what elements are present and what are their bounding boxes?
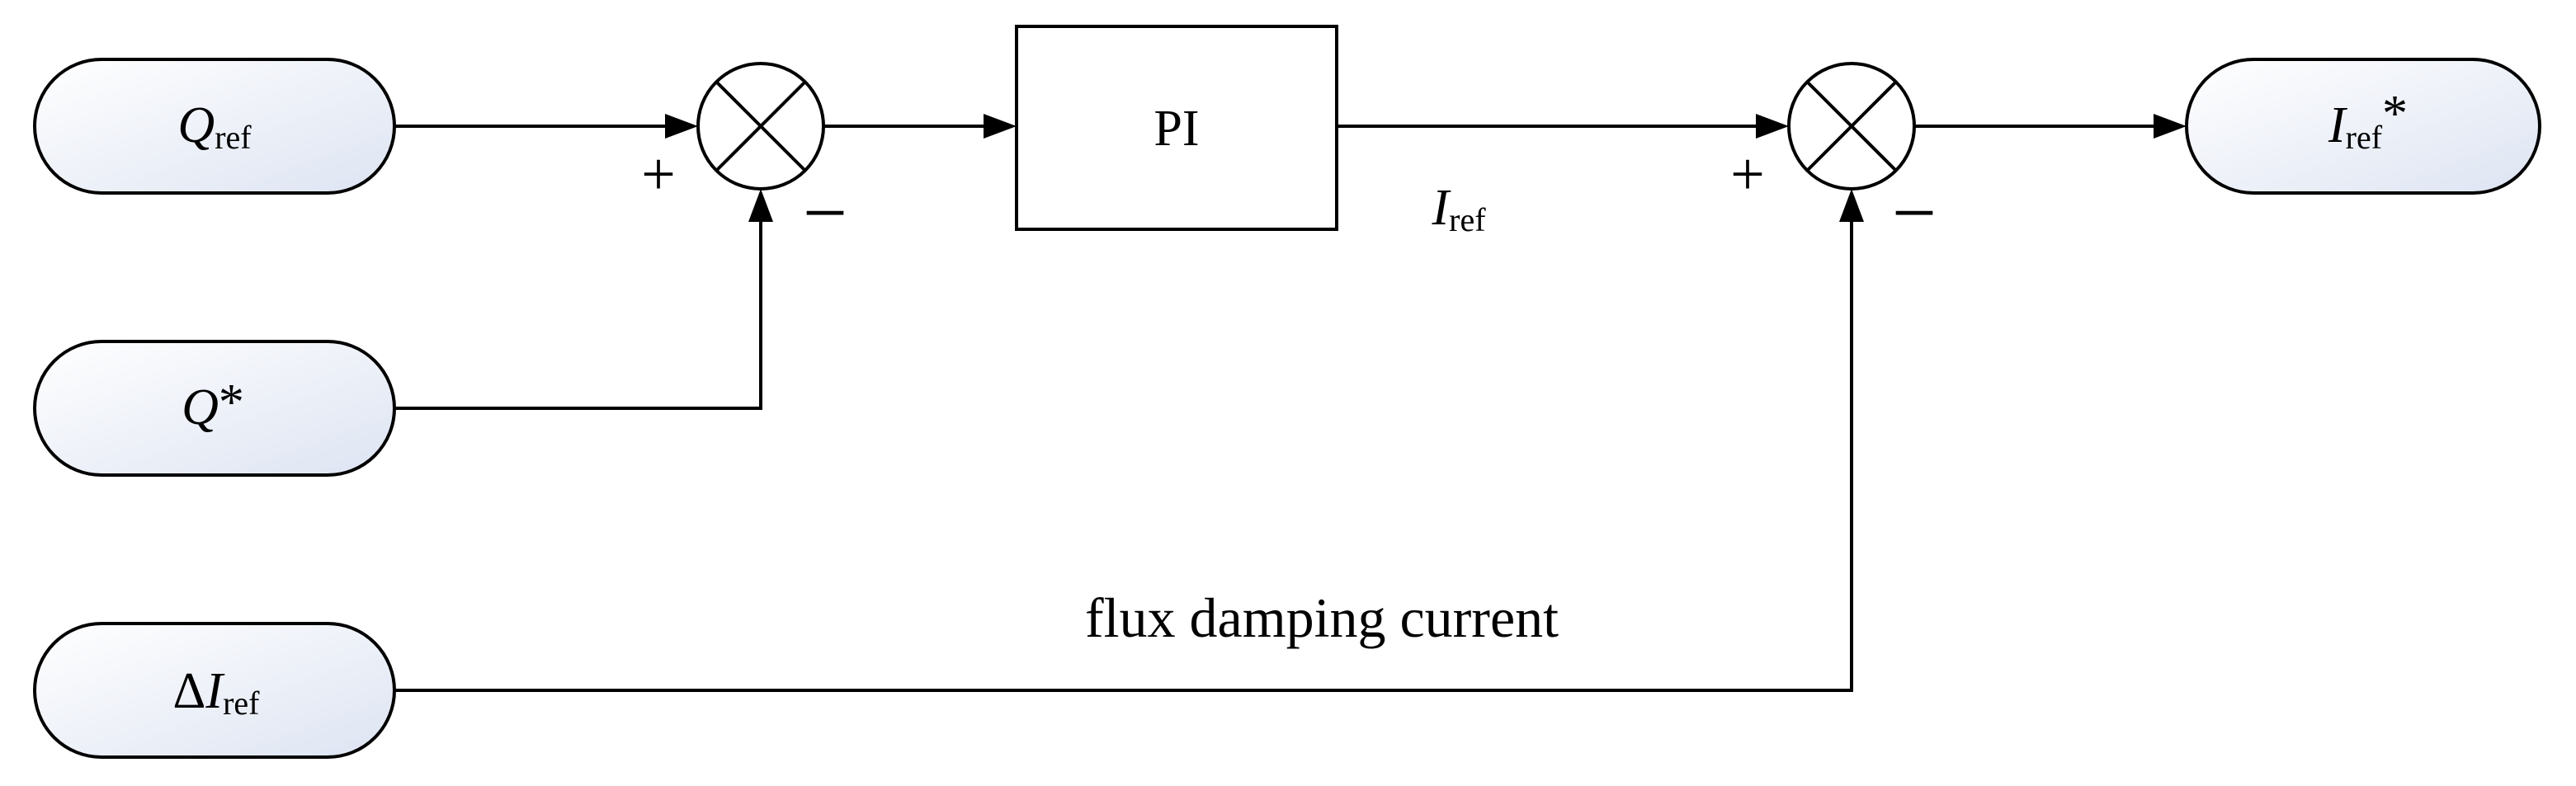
terminal-i-ref-star: Iref* xyxy=(2185,58,2541,195)
signal-i-ref-main: I xyxy=(1431,180,1451,236)
arrow-pi-to-junction2 xyxy=(1337,114,1789,139)
flux-damping-current-label: flux damping current xyxy=(1085,586,1559,649)
svg-text:Iref*: Iref* xyxy=(2328,86,2408,156)
pi-block: PI xyxy=(1015,25,1338,231)
q-ref-main: Q xyxy=(177,97,215,153)
arrow-junction1-to-pi xyxy=(823,114,1017,139)
svg-text:ΔIref: ΔIref xyxy=(173,663,261,722)
terminal-q-star: Q* xyxy=(33,340,396,477)
junction-2-plus: + xyxy=(1730,141,1765,209)
signal-i-ref-sub: ref xyxy=(1449,201,1486,238)
pi-label: PI xyxy=(1154,101,1199,157)
svg-text:Qref: Qref xyxy=(177,97,252,156)
arrow-junction2-to-output xyxy=(1914,114,2187,139)
q-star-main: Q xyxy=(182,379,219,435)
junction-1-minus: − xyxy=(803,168,847,257)
junction-2-minus: − xyxy=(1892,168,1937,257)
signal-i-ref-label: Iref xyxy=(1431,180,1486,238)
delta-i-ref-sub: ref xyxy=(223,685,260,722)
junction-1-plus: + xyxy=(641,141,676,209)
output-sub: ref xyxy=(2346,119,2383,156)
terminal-delta-i-ref: ΔIref xyxy=(33,622,396,759)
arrow-qref-to-junction1 xyxy=(394,114,698,139)
q-ref-sub: ref xyxy=(215,119,252,156)
arrow-qstar-to-junction1 xyxy=(394,189,773,410)
output-main: I xyxy=(2328,97,2348,153)
delta-symbol: Δ xyxy=(173,663,206,719)
delta-i-ref-main: I xyxy=(205,663,225,719)
arrow-delta-iref-to-junction2 xyxy=(394,189,1864,692)
q-star-sup: * xyxy=(219,374,244,431)
terminal-q-ref: Qref xyxy=(33,58,396,195)
output-sup: * xyxy=(2382,86,2408,142)
svg-text:Q*: Q* xyxy=(182,374,244,435)
